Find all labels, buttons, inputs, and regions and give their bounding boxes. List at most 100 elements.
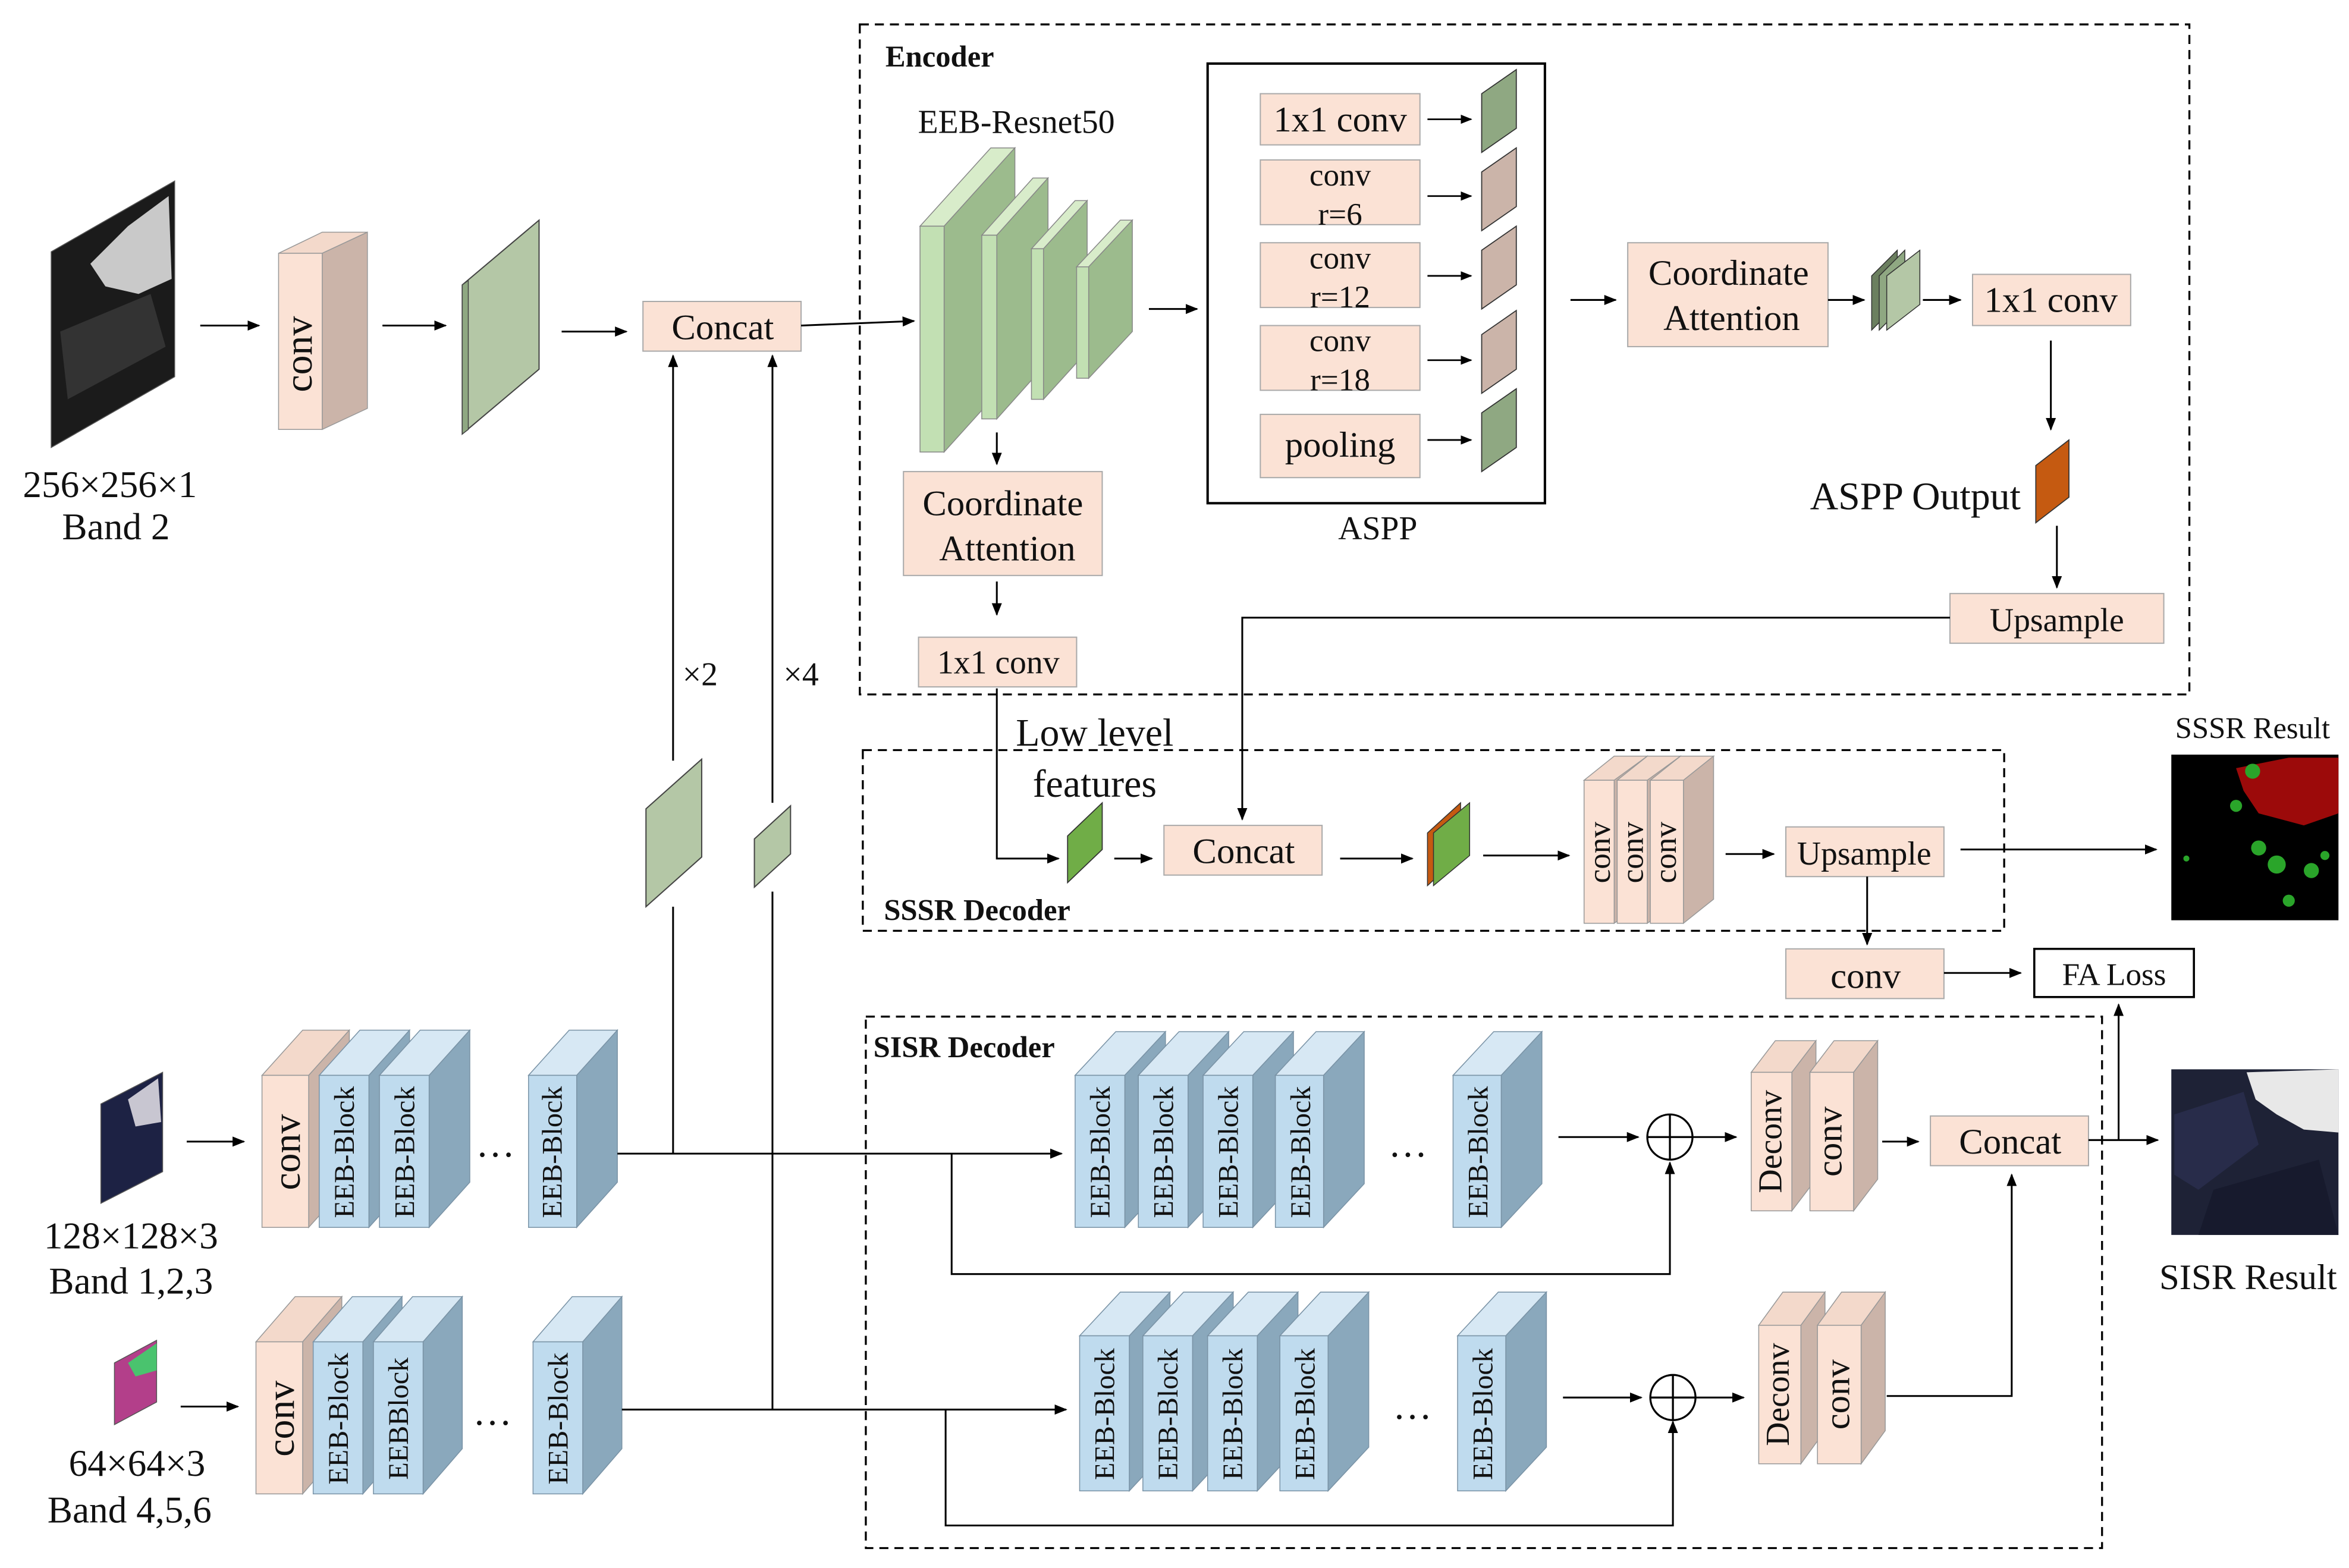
band2-input-image [51,180,175,448]
low-level-label-1: Low level [1016,711,1173,755]
x4-label: ×4 [783,656,818,693]
sisr-up-ellipsis: … [1389,1122,1428,1165]
aspp-r6-label: r=6 [1318,197,1362,232]
sisr-up-eeb-3-label: EEB-Block [1213,1086,1244,1218]
aspp-box [1206,62,1546,505]
sisr-result-image [2171,1069,2339,1235]
concat-top-label: Concat [671,307,774,347]
band123-eeb-block-2: EEB-Block [378,1029,471,1229]
sisr-up-eeb-1-label: EEB-Block [1085,1086,1116,1218]
band123-conv-label: conv [265,1114,309,1190]
sisr-up-conv-label: conv [1810,1106,1850,1177]
aspp-conv-r18-label: conv [1309,323,1371,359]
band123-size-label: 128×128×3 [44,1215,218,1257]
concat-sisr-label: Concat [1959,1122,2061,1162]
sssr-conv-3-label: conv [1648,822,1683,884]
conv1x1-high-label: 1x1 conv [1984,281,2118,320]
sssr-conv-1-label: conv [1582,822,1617,884]
sisr-upper-deconv-conv: Deconv conv [1750,1039,1879,1212]
aspp-branch-outputs [1427,68,1517,473]
band456-size-label: 64×64×3 [69,1443,206,1484]
sssr-result-image [2171,755,2339,920]
band123-eeb-block-3: EEB-Block [527,1029,618,1229]
aspp-conv-r12-label: conv [1309,240,1371,275]
sssr-result-label: SSSR Result [2175,711,2330,744]
low-level-label-2: features [1033,762,1157,806]
band123-name-label: Band 1,2,3 [49,1261,213,1302]
aspp-output-map [2035,439,2069,524]
band456-eeb-3-label: EEB-Block [543,1352,574,1485]
band2-feature-map [461,219,540,435]
sisr-low-eeb-1-label: EEB-Block [1089,1347,1121,1480]
ca-low-line1: Coordinate [922,484,1083,524]
sisr-low-eeb-4-label: EEB-Block [1289,1347,1321,1480]
encoder-box [859,23,2191,696]
ca-high-line2: Attention [1663,298,1800,338]
upsample-high-label: Upsample [1990,602,2124,639]
coordinate-attention-low [903,471,1103,576]
aspp-r12-label: r=12 [1310,279,1370,315]
aspp-label: ASPP [1338,510,1417,547]
sisr-result-label: SISR Result [2159,1258,2337,1297]
band2-size-label: 256×256×1 [23,464,197,505]
band123-input-image [100,1071,164,1204]
sisr-up-eeb-2-label: EEB-Block [1148,1086,1179,1218]
band456-eeb-1-label: EEB-Block [323,1352,354,1485]
conv1x1-low-label: 1x1 conv [937,644,1060,681]
band456-eeb-block-2: EEBBlock [372,1295,464,1495]
ca-high-line1: Coordinate [1648,253,1809,293]
band456-eeb-block-3: EEB-Block [532,1295,623,1495]
sisr-low-deconv-label: Deconv [1760,1343,1797,1446]
aspp-conv-r12 [1260,242,1421,309]
upsample-sssr-label: Upsample [1797,835,1932,872]
sssr-conv-2-label: conv [1615,822,1650,884]
sisr-low-eeb-2-label: EEB-Block [1152,1347,1184,1480]
add-node-upper [1646,1113,1694,1161]
sisr-up-deconv-label: Deconv [1752,1090,1789,1193]
sisr-low-eeb-5-label: EEB-Block [1467,1347,1499,1480]
aspp-conv-r18 [1260,325,1421,391]
conv-fa-label: conv [1830,957,1901,997]
band456-eeb-2-label: EEBBlock [383,1357,414,1480]
aspp-output-label: ASPP Output [1810,475,2021,518]
sisr-upper-eeb-stack: EEB-Block EEB-Block EEB-Block EEB-Block … [1074,1030,1543,1229]
upsample-sssr [1785,826,1945,878]
concat-box-sisr [1930,1115,2089,1167]
sssr-decoder-title: SSSR Decoder [884,894,1070,927]
low-level-feature-map [1067,802,1103,884]
concat-sssr-label: Concat [1192,831,1295,871]
aspp-pooling [1260,413,1421,479]
band456-conv-label: conv [259,1381,303,1457]
conv-fa [1785,948,1945,1000]
sssr-concat-feature [1427,802,1471,887]
x2-feature-map [645,758,702,909]
sisr-lower-eeb-stack: EEB-Block EEB-Block EEB-Block EEB-Block … [1078,1291,1548,1492]
sisr-lower-deconv-conv: Deconv conv [1757,1290,1886,1466]
sssr-decoder-box [862,749,2005,932]
ca-low-line2: Attention [939,529,1075,568]
sisr-up-eeb-5-label: EEB-Block [1463,1086,1494,1218]
band123-eeb-2-label: EEB-Block [389,1086,420,1218]
band2-name-label: Band 2 [62,506,169,548]
band456-name-label: Band 4,5,6 [48,1489,212,1531]
fa-loss-box [2033,947,2195,998]
x4-feature-map [753,804,792,889]
sisr-low-eeb-3-label: EEB-Block [1217,1347,1249,1480]
band456-input-image [114,1339,158,1426]
band123-eeb-3-label: EEB-Block [536,1086,568,1218]
add-node-lower [1649,1374,1697,1421]
x2-label: ×2 [683,656,718,693]
sisr-low-conv-label: conv [1817,1359,1857,1430]
sisr-decoder-box [865,1016,2103,1550]
aspp-pooling-label: pooling [1285,425,1396,465]
conv1x1-low [918,636,1078,688]
concat-box-sssr [1163,825,1323,876]
coordinate-attention-high [1627,242,1829,347]
encoder-title: Encoder [885,40,994,73]
aspp-r18-label: r=18 [1310,362,1370,397]
aspp-1x1-label: 1x1 conv [1273,100,1407,140]
ca-output-stack [1871,249,1921,331]
band456-ellipsis: … [473,1390,512,1434]
